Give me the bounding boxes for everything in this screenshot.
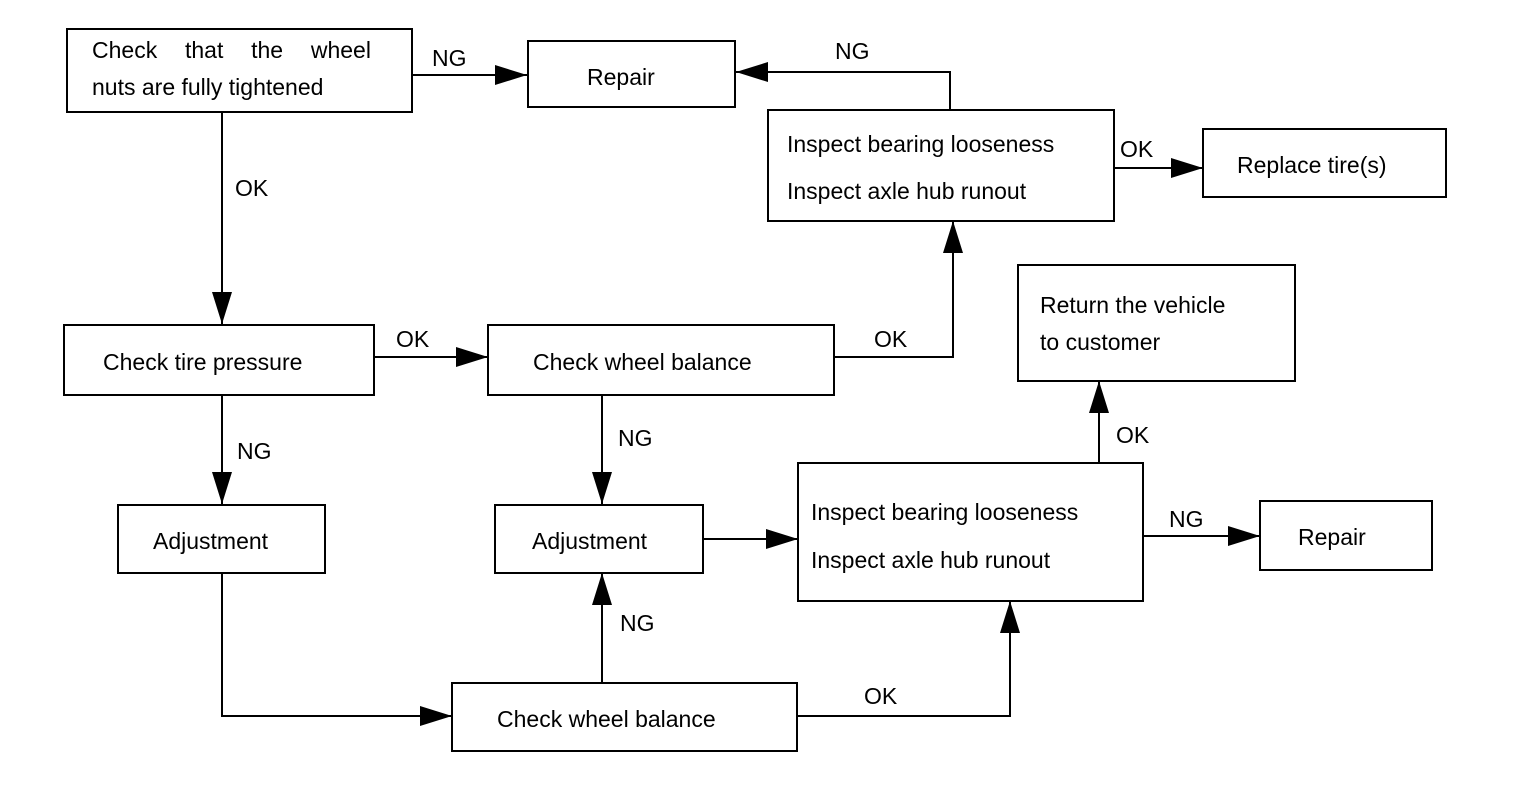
node-adjustment-2: Adjustment: [494, 504, 704, 574]
label-pressure-to-adjust: NG: [237, 438, 272, 464]
node-inspect-top: Inspect bearing looseness Inspect axle h…: [767, 109, 1115, 222]
label-balance-to-adjust: NG: [618, 425, 653, 451]
check-wheel-balance-2-label: Check wheel balance: [497, 706, 716, 732]
label-inspect-bottom-to-repair: NG: [1169, 506, 1204, 532]
label-balance2-to-adjust: NG: [620, 610, 655, 636]
adjustment-1-label: Adjustment: [153, 528, 269, 554]
check-wheel-balance-1-label: Check wheel balance: [533, 349, 752, 375]
node-replace-tires: Replace tire(s): [1202, 128, 1447, 198]
node-check-wheel-nuts: Check that the wheel nuts are fully tigh…: [66, 28, 413, 113]
edge-adjust1-to-balance2: [221, 573, 452, 726]
label-nuts-to-pressure: OK: [235, 175, 269, 201]
inspect-top-line1: Inspect bearing looseness: [787, 131, 1055, 157]
label-inspect-top-to-repair: NG: [835, 38, 870, 64]
inspect-bottom-line2: Inspect axle hub runout: [811, 547, 1051, 573]
inspect-bottom-line1: Inspect bearing looseness: [811, 499, 1079, 525]
return-vehicle-line1: Return the vehicle: [1040, 292, 1226, 318]
repair-bottom-label: Repair: [1298, 524, 1366, 550]
edge-balance2-to-inspect: [797, 601, 1020, 717]
node-repair-top: Repair: [527, 40, 736, 108]
replace-tires-label: Replace tire(s): [1237, 152, 1387, 178]
edge-balance-to-inspect-top: [834, 221, 963, 358]
node-inspect-bottom: Inspect bearing looseness Inspect axle h…: [797, 462, 1144, 602]
edge-inspect-top-to-repair: [736, 62, 951, 110]
check-tire-pressure-label: Check tire pressure: [103, 349, 303, 375]
label-balance-to-inspect-top: OK: [874, 326, 908, 352]
check-wheel-nuts-line1: Check that the wheel: [92, 37, 371, 63]
label-pressure-to-balance: OK: [396, 326, 430, 352]
node-return-vehicle: Return the vehicle to customer: [1017, 264, 1296, 382]
label-balance2-to-inspect: OK: [864, 683, 898, 709]
node-repair-bottom: Repair: [1259, 500, 1433, 571]
adjustment-2-label: Adjustment: [532, 528, 648, 554]
label-inspect-bottom-to-return: OK: [1116, 422, 1150, 448]
node-adjustment-1: Adjustment: [117, 504, 326, 574]
node-check-wheel-balance-2: Check wheel balance: [451, 682, 798, 752]
node-check-wheel-balance-1: Check wheel balance: [487, 324, 835, 396]
node-check-tire-pressure: Check tire pressure: [63, 324, 375, 396]
label-nuts-to-repair: NG: [432, 45, 467, 71]
label-inspect-top-to-replace: OK: [1120, 136, 1154, 162]
inspect-top-line2: Inspect axle hub runout: [787, 178, 1027, 204]
return-vehicle-line2: to customer: [1040, 329, 1161, 355]
repair-top-label: Repair: [587, 64, 655, 90]
check-wheel-nuts-line2: nuts are fully tightened: [92, 74, 324, 100]
